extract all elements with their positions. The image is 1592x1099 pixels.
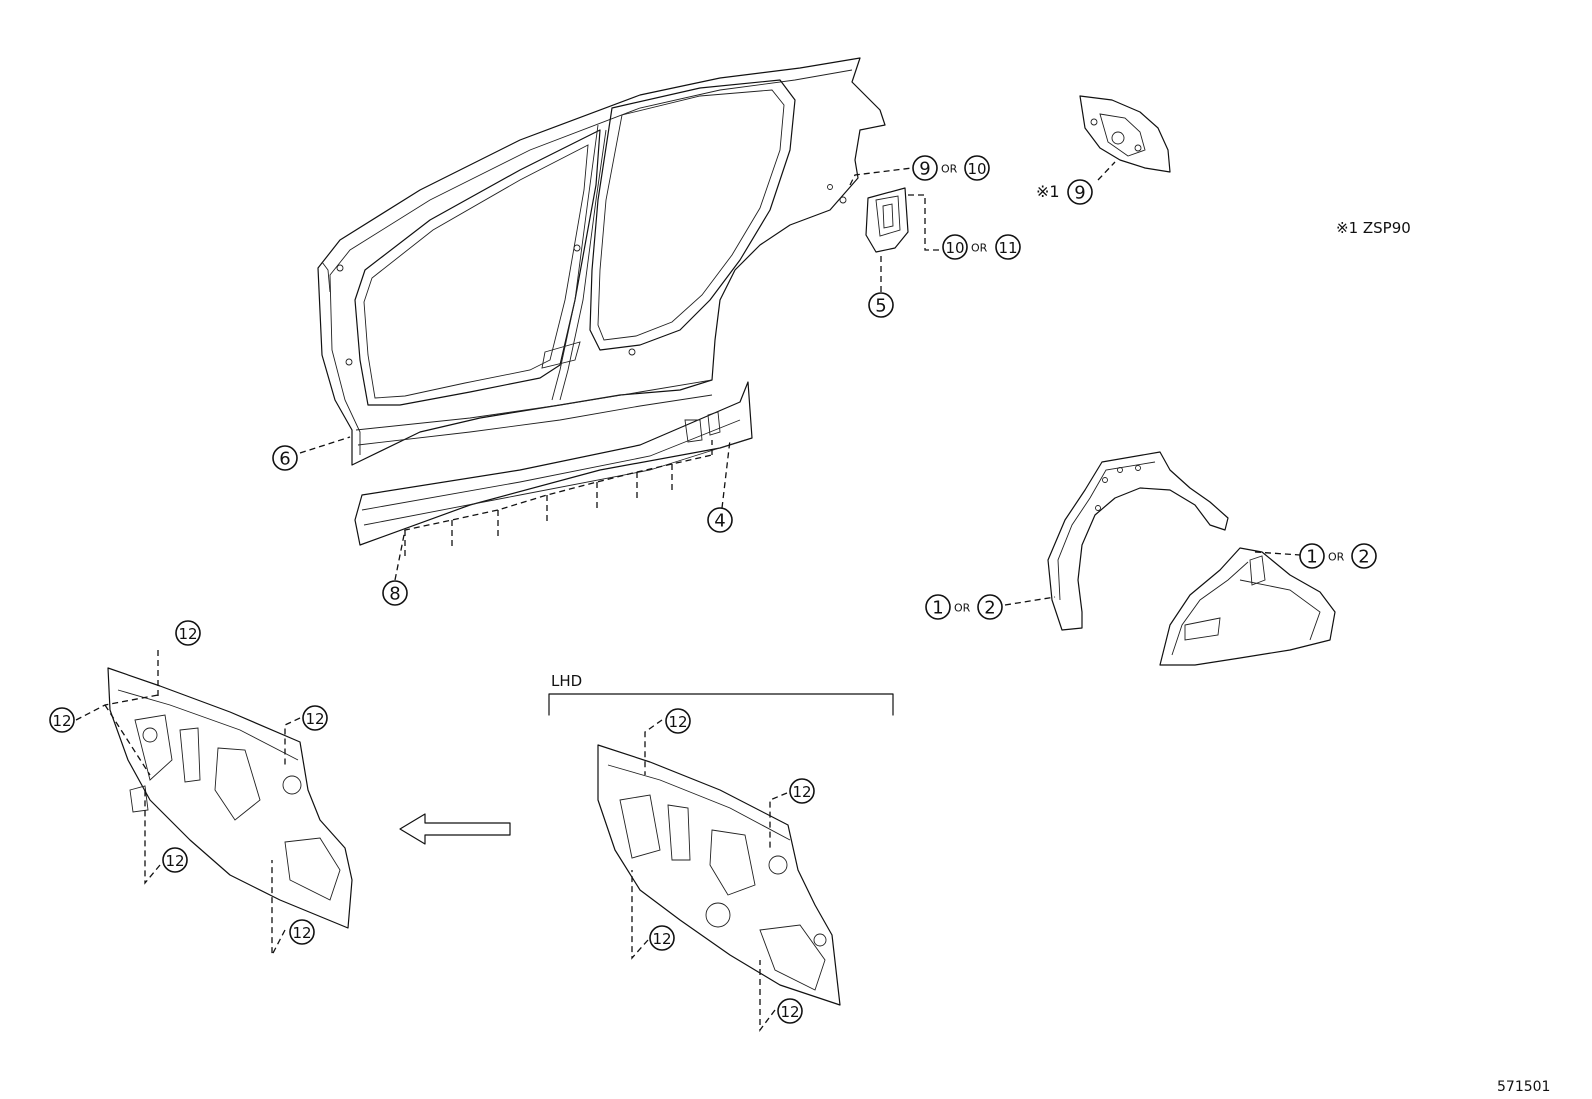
zsp90-reinforcement xyxy=(1079,95,1171,173)
callout-1-or-2-right: 1 OR 2 xyxy=(1299,543,1377,569)
callout-12-rhd-bottom-left: 12 xyxy=(162,847,188,873)
svg-text:1: 1 xyxy=(932,598,943,619)
callout-8: 8 xyxy=(382,580,408,606)
rocker-sill-panel xyxy=(354,381,753,546)
zsp90-note-marker: ※1 xyxy=(1036,182,1060,201)
svg-text:1: 1 xyxy=(1306,547,1317,568)
svg-text:6: 6 xyxy=(279,449,290,470)
lhd-label: LHD xyxy=(551,672,583,690)
svg-text:12: 12 xyxy=(305,710,324,728)
callout-12-lhd-top: 12 xyxy=(665,708,691,734)
svg-text:10: 10 xyxy=(945,239,964,257)
svg-text:10: 10 xyxy=(967,160,986,178)
callout-12-lhd-right: 12 xyxy=(789,778,815,804)
callout-9-or-10: 9 OR 10 xyxy=(912,155,990,181)
direction-arrow xyxy=(399,813,511,845)
svg-text:2: 2 xyxy=(984,598,995,619)
wheel-house-inner xyxy=(1159,547,1336,666)
callout-9-zsp90: 9 xyxy=(1067,179,1093,205)
svg-text:12: 12 xyxy=(652,930,671,948)
svg-text:OR: OR xyxy=(941,163,958,176)
svg-text:9: 9 xyxy=(1074,183,1085,204)
callout-1-or-2-left: 1 OR 2 xyxy=(925,594,1003,620)
callout-12-lhd-bottom-right: 12 xyxy=(777,998,803,1024)
callout-12-rhd-bottom-right: 12 xyxy=(289,919,315,945)
svg-text:9: 9 xyxy=(919,159,930,180)
svg-text:OR: OR xyxy=(1328,551,1345,564)
callout-10-or-11: 10 OR 11 xyxy=(942,234,1021,260)
callout-12-lhd-bottom-left: 12 xyxy=(649,925,675,951)
svg-text:12: 12 xyxy=(165,852,184,870)
svg-text:12: 12 xyxy=(780,1003,799,1021)
quarter-extension-bracket xyxy=(865,187,909,253)
lhd-bracket xyxy=(548,693,894,716)
svg-text:OR: OR xyxy=(954,602,971,615)
callout-12-rhd-top: 12 xyxy=(175,620,201,646)
svg-text:8: 8 xyxy=(389,584,400,605)
diagram-reference-code: 571501 xyxy=(1497,1079,1551,1095)
callout-12-rhd-right: 12 xyxy=(302,705,328,731)
svg-text:11: 11 xyxy=(998,239,1017,257)
svg-text:2: 2 xyxy=(1358,547,1369,568)
callout-5: 5 xyxy=(868,292,894,318)
svg-text:12: 12 xyxy=(178,625,197,643)
wheel-house-outer xyxy=(1047,451,1229,631)
svg-text:4: 4 xyxy=(714,511,725,532)
zsp90-note-label: ※1 ZSP90 xyxy=(1336,219,1411,237)
svg-text:OR: OR xyxy=(971,242,988,255)
callout-12-rhd-left: 12 xyxy=(49,707,75,733)
svg-text:12: 12 xyxy=(668,713,687,731)
callout-6: 6 xyxy=(272,445,298,471)
callout-4: 4 xyxy=(707,507,733,533)
svg-text:5: 5 xyxy=(875,296,886,317)
leader-lines xyxy=(75,161,1301,1032)
svg-text:12: 12 xyxy=(52,712,71,730)
dash-panel-lhd xyxy=(597,744,841,1006)
svg-text:12: 12 xyxy=(792,783,811,801)
svg-text:12: 12 xyxy=(292,924,311,942)
body-side-outer-panel xyxy=(317,57,886,466)
